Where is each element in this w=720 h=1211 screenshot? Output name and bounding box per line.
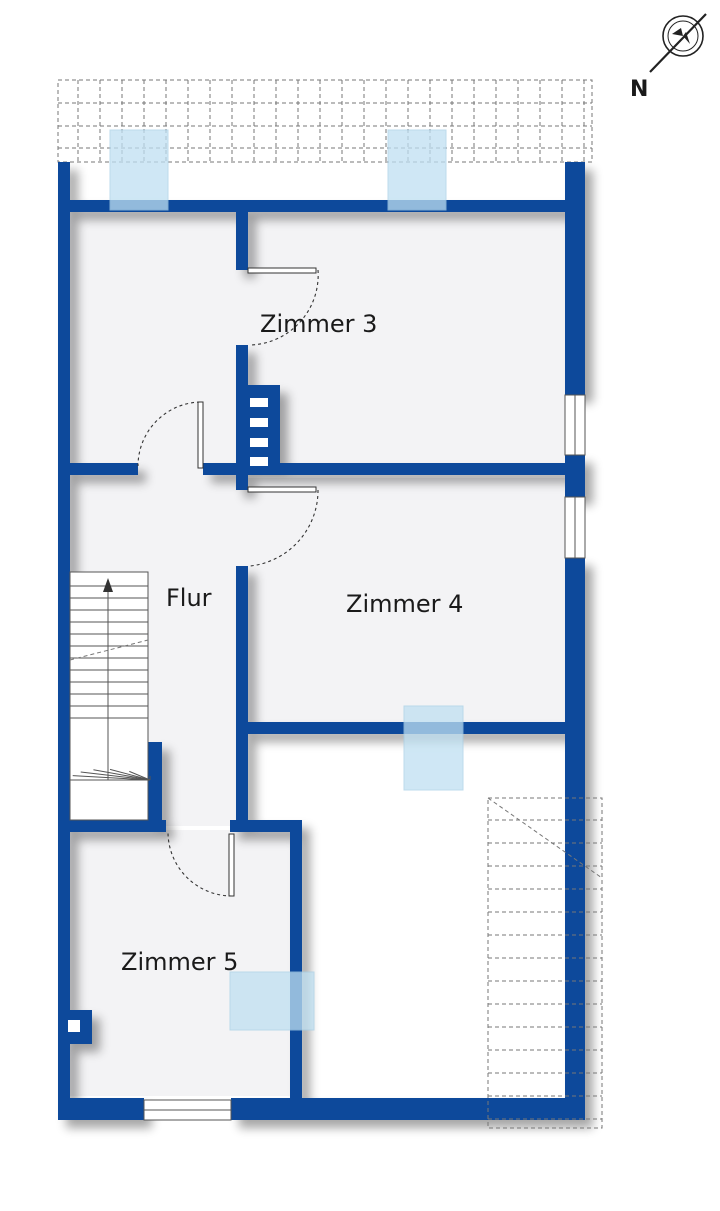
roof-overhang-right (487, 797, 603, 1129)
floor-zimmer-3 (68, 212, 568, 470)
chimney-flues (250, 398, 268, 466)
doors (137, 267, 319, 897)
windows (143, 394, 586, 1121)
compass-icon: N (630, 13, 707, 102)
room-label-zimmer-3: Zimmer 3 (260, 310, 377, 338)
skylights (109, 129, 464, 1031)
floor-zimmer-4 (248, 478, 568, 724)
skylight-1 (109, 129, 169, 211)
floor-roof-space (302, 732, 568, 1096)
staircase (69, 571, 151, 821)
roof-overhang-top (57, 79, 593, 163)
skylight-3 (403, 705, 464, 791)
skylight-2 (387, 129, 447, 211)
floor-areas (68, 212, 568, 1096)
floor-zimmer-5 (68, 830, 296, 1096)
compass-north-label: N (630, 77, 648, 102)
room-label-zimmer-4: Zimmer 4 (346, 590, 463, 618)
skylight-4 (229, 971, 315, 1031)
room-label-flur: Flur (166, 584, 212, 612)
room-label-zimmer-5: Zimmer 5 (121, 948, 238, 976)
